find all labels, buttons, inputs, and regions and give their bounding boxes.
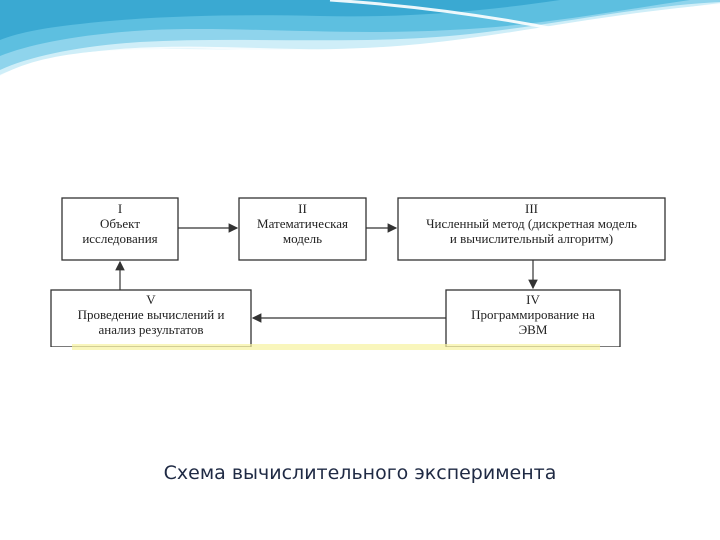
box-4-numeral: IV <box>526 292 540 307</box>
box-3-line-2: и вычислительный алгоритм) <box>449 231 614 246</box>
box-1-border <box>61 197 179 261</box>
flowchart-lines <box>50 197 666 347</box>
box-5-border <box>50 289 252 347</box>
box-4-border <box>445 289 621 347</box>
box-5: V Проведение вычислений и анализ результ… <box>51 292 251 337</box>
box-4-line-2: ЭВМ <box>518 322 548 337</box>
box-5-numeral: V <box>146 292 156 307</box>
box-3-line-1: Численный метод (дискретная модель <box>426 216 637 231</box>
box-5-line-1: Проведение вычислений и <box>77 307 225 322</box>
box-1-numeral: I <box>117 201 123 216</box>
slide-caption: Схема вычислительного эксперимента <box>163 462 557 484</box>
flowchart: I Объект исследования II Математическая … <box>46 192 676 347</box>
highlight-strip <box>72 344 600 350</box>
box-3-numeral: III <box>525 201 538 216</box>
box-1-line-2: исследования <box>82 231 158 246</box>
box-2-line-2: модель <box>282 231 323 246</box>
box-3: III Численный метод (дискретная модель и… <box>398 201 665 246</box>
box-4: IV Программирование на ЭВМ <box>446 292 620 337</box>
box-3-border <box>397 197 666 261</box>
box-2-numeral: II <box>298 201 307 216</box>
box-1-line-1: Объект <box>100 216 140 231</box>
box-1: I Объект исследования <box>62 201 178 246</box>
box-4-line-1: Программирование на <box>471 307 595 322</box>
box-2: II Математическая модель <box>239 201 366 246</box>
box-2-line-1: Математическая <box>257 216 348 231</box>
box-5-line-2: анализ результатов <box>98 322 204 337</box>
box-2-border <box>238 197 367 261</box>
wave-header-decoration <box>0 0 720 77</box>
